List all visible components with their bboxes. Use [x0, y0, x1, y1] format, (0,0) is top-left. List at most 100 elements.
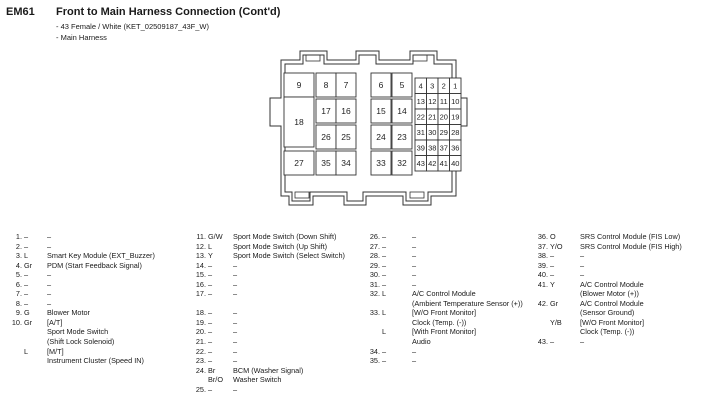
- pin-list-row: 5.––: [6, 270, 155, 280]
- wire-color: –: [24, 279, 29, 289]
- pin-number: 32.: [369, 289, 380, 299]
- pin-description: –: [47, 232, 52, 241]
- pin-number: 22: [417, 112, 425, 121]
- pin-list-row: 31.––: [362, 280, 523, 290]
- pin-description: [W/O Front Monitor]: [580, 317, 645, 327]
- pin-description: –: [233, 346, 238, 356]
- wire-color: [548, 289, 580, 299]
- wire-color: L: [208, 241, 213, 251]
- key-slot: [412, 54, 428, 62]
- pin-description: –: [233, 356, 238, 366]
- pin-number: [6, 337, 22, 347]
- wire-color: –: [24, 289, 29, 299]
- pin-description: Clock (Temp. (-)): [412, 317, 467, 327]
- pin-description: –: [233, 337, 238, 347]
- pin-cell: [449, 155, 462, 172]
- wire-color: –: [382, 251, 387, 261]
- pin-list-row: 27.––: [362, 242, 523, 252]
- pin-description: –: [233, 289, 238, 299]
- pin-description: –: [233, 384, 238, 394]
- pin-description: –: [580, 251, 585, 261]
- pin-number: 41: [440, 159, 448, 168]
- pin-list-row: (Sensor Ground): [530, 308, 682, 318]
- pin-number: 20.: [195, 327, 206, 337]
- page-title: Front to Main Harness Connection (Cont'd…: [56, 6, 281, 18]
- pin-number: 9.: [15, 308, 22, 318]
- wire-color: –: [550, 260, 555, 270]
- pin-number: [362, 337, 380, 347]
- pin-number: 6.: [15, 279, 22, 289]
- pin-number: [530, 318, 548, 328]
- pin-number: 4: [419, 81, 423, 90]
- pin-description: Sport Mode Switch (Up Shift): [233, 241, 328, 251]
- pin-description: (Blower Motor (+)): [580, 289, 639, 299]
- pin-number: 32: [397, 158, 407, 168]
- pin-list-row: [186, 299, 345, 309]
- key-slot: [409, 191, 425, 199]
- pin-number: 23: [397, 132, 407, 142]
- wire-color: Br/O: [208, 375, 223, 385]
- pin-description: Smart Key Module (EXT_Buzzer): [47, 251, 155, 261]
- pin-number: 13: [417, 97, 425, 106]
- pin-list-row: 29.––: [362, 261, 523, 271]
- pin-number: 20: [440, 112, 448, 121]
- pin-cell: [335, 72, 357, 98]
- pin-list-row: 38.––: [530, 251, 682, 261]
- pin-description: [W/O Front Monitor]: [412, 308, 477, 318]
- pin-description: Audio: [412, 337, 431, 347]
- connector-outline: [269, 50, 468, 206]
- wire-color: –: [208, 356, 213, 366]
- wire-color: –: [382, 260, 387, 270]
- pin-number: 12: [428, 97, 436, 106]
- pin-number: 38: [428, 143, 436, 152]
- pin-number: 2: [442, 81, 446, 90]
- pin-number: 14.: [195, 260, 206, 270]
- pin-number: [186, 375, 206, 385]
- pin-description: [M/T]: [47, 346, 64, 356]
- pin-number: 35: [321, 158, 331, 168]
- pin-list-row: 10.Gr[A/T]: [6, 318, 155, 328]
- pin-list-row: 28.––: [362, 251, 523, 261]
- pin-number: 29.: [369, 260, 380, 270]
- wire-color: –: [24, 298, 29, 308]
- pin-number: 30.: [369, 270, 380, 280]
- pin-number: 3: [430, 81, 434, 90]
- pin-list-row: 21.––: [186, 337, 345, 347]
- pin-cell: [335, 98, 357, 124]
- pin-list-row: 8.––: [6, 299, 155, 309]
- pin-list-row: 6.––: [6, 280, 155, 290]
- wire-color: O: [550, 232, 556, 241]
- wire-color: –: [382, 270, 387, 280]
- pin-list-row: 16.––: [186, 280, 345, 290]
- pin-description: BCM (Washer Signal): [233, 365, 304, 375]
- wire-color: Gr: [24, 317, 33, 327]
- pin-number: 21.: [195, 337, 206, 347]
- connector-type-note: - 43 Female / White (KET_02509187_43F_W): [56, 22, 209, 31]
- pin-number: 39.: [537, 260, 548, 270]
- pin-list-row: 15.––: [186, 270, 345, 280]
- pin-list-row: 2.––: [6, 242, 155, 252]
- pin-number: 23.: [195, 356, 206, 366]
- pin-list-row: 19.––: [186, 318, 345, 328]
- pin-list-row: 7.––: [6, 289, 155, 299]
- pin-description: Instrument Cluster (Speed IN): [47, 356, 144, 366]
- pin-number: [530, 327, 548, 337]
- pin-number: 34: [341, 158, 351, 168]
- pin-number: 18.: [195, 308, 206, 318]
- pin-cell: [391, 150, 413, 176]
- pin-number: 16: [341, 106, 351, 116]
- wire-color: –: [208, 346, 213, 356]
- pin-number: [530, 308, 548, 318]
- pin-description: –: [412, 241, 417, 251]
- pin-list-row: 40.––: [530, 270, 682, 280]
- pin-number: 19: [451, 112, 459, 121]
- pin-description: A/C Control Module: [580, 298, 644, 308]
